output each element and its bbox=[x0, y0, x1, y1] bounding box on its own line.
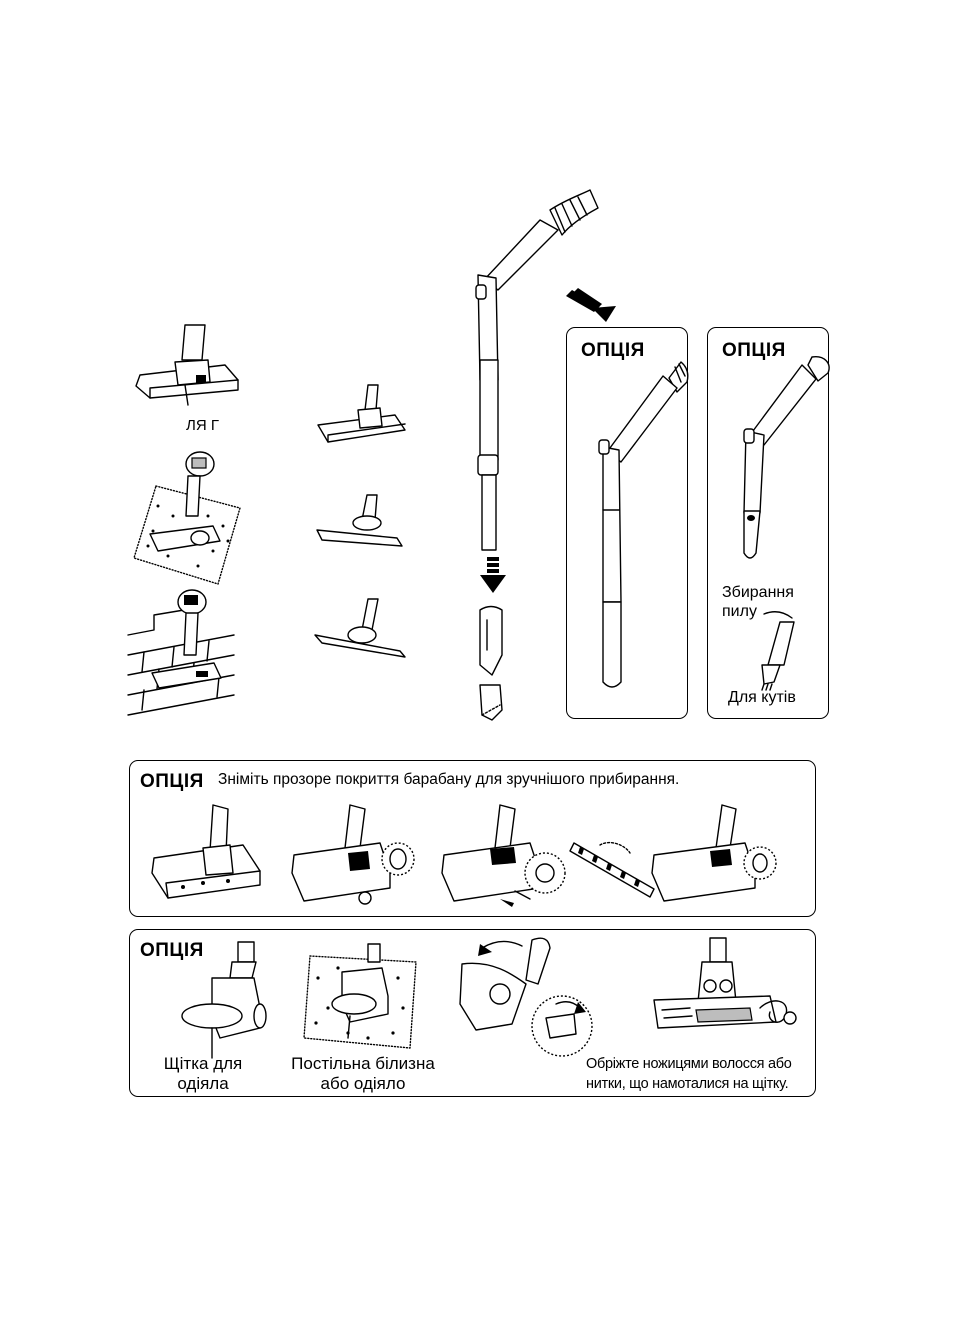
extended-wand-illustration bbox=[591, 362, 691, 692]
brush-roller-illustration bbox=[570, 831, 660, 901]
turbo-brush-cover-rotate-illustration bbox=[290, 803, 415, 913]
slim-floor-brush-illustration bbox=[312, 490, 407, 555]
bedding-cleaning-illustration bbox=[298, 938, 423, 1058]
arrow-down-icon bbox=[478, 557, 508, 597]
carpet-nozzle-illustration bbox=[128, 446, 248, 586]
scissors-note: Обріжте ножицями волосся або нитки, що н… bbox=[586, 1054, 812, 1094]
corner-tool-illustration bbox=[754, 610, 814, 690]
bedding-caption: Постільна білизна або одіяло bbox=[268, 1054, 458, 1094]
wand-with-dust-brush-illustration bbox=[720, 353, 830, 583]
turbo-brush-remove-drum-illustration bbox=[440, 803, 570, 913]
turbo-brush-reassembled-illustration bbox=[650, 803, 780, 913]
crevice-tool-illustration bbox=[474, 605, 510, 725]
option-label: ОПЦІЯ bbox=[140, 771, 204, 793]
turbo-brush-panel: ОПЦІЯ Зніміть прозоре покриття барабану … bbox=[129, 760, 816, 917]
blanket-brush-illustration bbox=[172, 938, 272, 1058]
blanket-brush-panel: ОПЦІЯ Щітка для одіяла Постільна білизна… bbox=[129, 929, 816, 1097]
double-arrow-down-right-icon bbox=[566, 288, 622, 324]
hard-floor-nozzle-illustration bbox=[124, 585, 239, 720]
option-box-attachments: ОПЦІЯ Збирання пилу Для кутів bbox=[707, 327, 829, 719]
blanket-brush-caption: Щітка для одіяла bbox=[148, 1054, 258, 1094]
corner-label: Для кутів bbox=[728, 688, 796, 708]
brush-hair-cutting-illustration bbox=[650, 938, 800, 1038]
option-box-wand: ОПЦІЯ bbox=[566, 327, 688, 719]
parquet-brush-illustration bbox=[310, 380, 410, 450]
turbo-brush-closed-illustration bbox=[148, 803, 268, 903]
floor-nozzle-illustration bbox=[130, 320, 250, 410]
brush-cleaning-illustration bbox=[452, 934, 612, 1064]
turbo-instruction: Зніміть прозоре покриття барабану для зр… bbox=[218, 770, 679, 790]
nozzle-label-fragment: ЛЯ Г bbox=[186, 416, 219, 436]
wide-floor-brush-illustration bbox=[310, 595, 410, 665]
option-label: ОПЦІЯ bbox=[581, 340, 645, 362]
